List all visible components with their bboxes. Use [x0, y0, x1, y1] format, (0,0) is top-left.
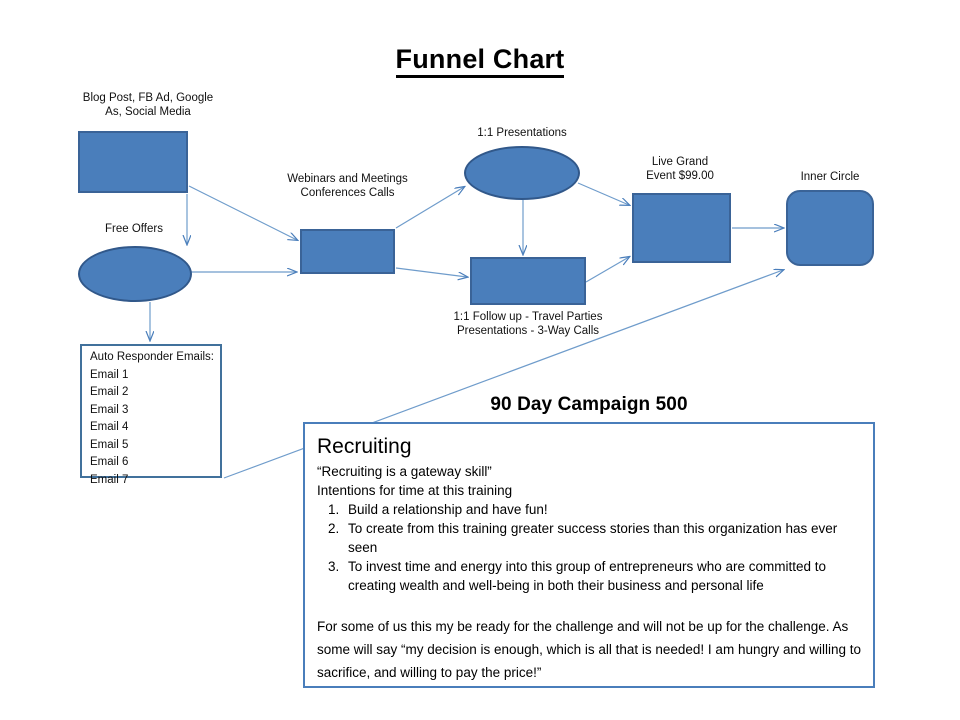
auto-responder-email-4: Email 4 — [90, 421, 129, 433]
free-offers-node-label: Free Offers — [105, 223, 163, 235]
recruiting-panel[interactable]: Recruiting “Recruiting is a gateway skil… — [303, 422, 875, 688]
free-offers-node-shape[interactable] — [78, 246, 192, 302]
recruiting-title: Recruiting — [317, 435, 412, 458]
auto-responder-email-3: Email 3 — [90, 403, 129, 416]
traffic-node-label: Blog Post, FB Ad, Google As, Social Medi… — [82, 92, 214, 118]
recruiting-intention-3: To invest time and energy into this grou… — [343, 557, 861, 595]
auto-responder-email-6: Email 6 — [90, 456, 129, 468]
auto-responder-email-1: Email 1 — [90, 368, 129, 381]
presentations-node-shape[interactable] — [464, 146, 580, 200]
page-title-text: Funnel Chart — [395, 44, 565, 78]
webinars-node-shape[interactable] — [300, 229, 395, 274]
inner-circle-node-shape[interactable] — [786, 190, 874, 266]
inner-circle-node-label: Inner Circle — [800, 171, 860, 183]
followup-node-label: 1:1 Follow up - Travel Parties Presentat… — [453, 311, 603, 337]
recruiting-intention-2: To create from this training greater suc… — [343, 519, 861, 557]
auto-responder-email-5: Email 5 — [90, 438, 129, 451]
page-title: Funnel Chart — [0, 44, 960, 78]
auto-responder-email-7: Email 7 — [90, 473, 129, 486]
recruiting-intention-1: Build a relationship and have fun! — [343, 500, 861, 519]
arrow-presentations-to-live-event — [577, 182, 629, 205]
live-event-node-shape[interactable] — [632, 193, 731, 263]
auto-responder-heading: Auto Responder Emails: — [90, 351, 215, 363]
recruiting-quote: “Recruiting is a gateway skill” — [317, 464, 492, 479]
traffic-node-shape[interactable] — [78, 131, 188, 193]
arrow-webinars-to-followup — [395, 267, 467, 277]
recruiting-paragraph: For some of us this my be ready for the … — [317, 619, 862, 680]
auto-responder-box[interactable] — [80, 344, 222, 478]
auto-responder-email-2: Email 2 — [90, 386, 129, 398]
followup-node-shape[interactable] — [470, 257, 586, 305]
auto-responder-list: Auto Responder Emails: Email 1 Email 2 E… — [90, 349, 220, 489]
campaign-heading: 90 Day Campaign 500 — [490, 394, 688, 415]
presentations-node-label: 1:1 Presentations — [477, 127, 567, 139]
live-event-node-label: Live Grand Event $99.00 — [646, 156, 714, 182]
webinars-node-label: Webinars and Meetings Conferences Calls — [287, 173, 408, 199]
recruiting-intentions-list: Build a relationship and have fun! To cr… — [317, 500, 861, 595]
arrow-followup-to-live-event — [585, 257, 629, 283]
recruiting-subtitle: Intentions for time at this training — [317, 483, 513, 498]
